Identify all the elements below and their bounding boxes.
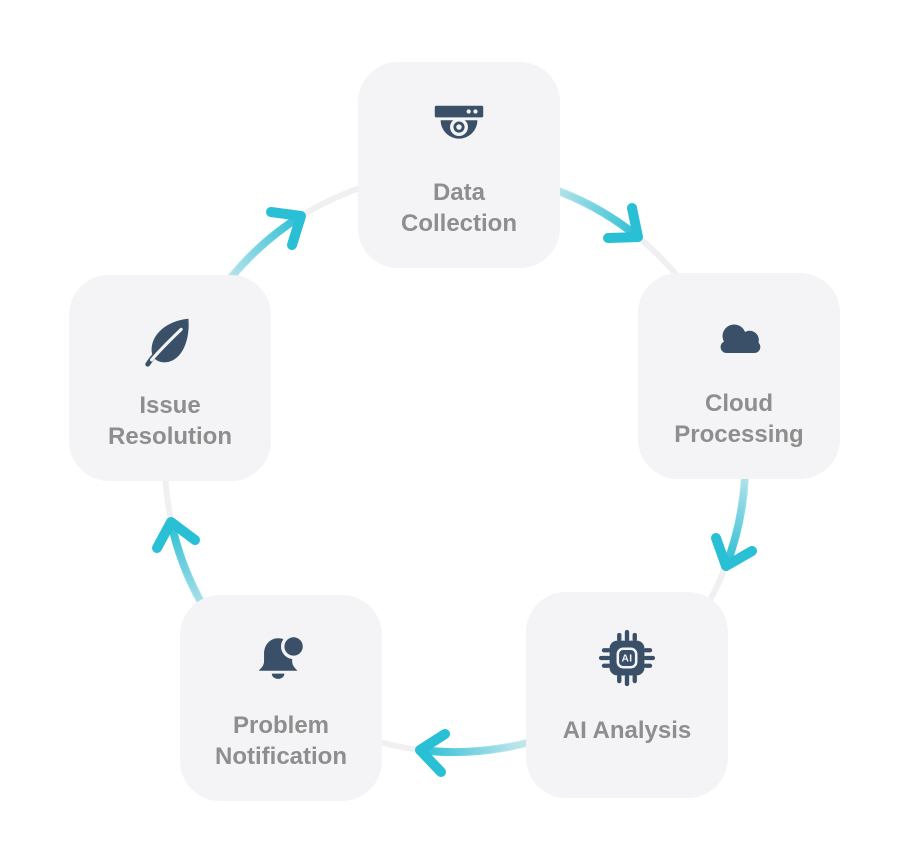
label-line: Cloud xyxy=(705,390,773,417)
node-data-collection: Data Collection xyxy=(358,62,560,268)
chip-label: AI xyxy=(621,654,632,665)
label-line: Issue xyxy=(139,392,201,419)
cctv-camera-icon xyxy=(428,97,490,159)
label-line: AI Analysis xyxy=(562,717,692,744)
node-label: Cloud Processing xyxy=(674,388,803,450)
label-line: Processing xyxy=(674,421,804,448)
label-line: Notification xyxy=(215,743,347,770)
node-label: AI Analysis xyxy=(563,715,692,746)
node-label: Data Collection xyxy=(401,177,517,239)
leaf-icon xyxy=(139,310,201,372)
node-label: Issue Resolution xyxy=(108,390,232,452)
node-label: Problem Notification xyxy=(215,710,347,772)
ai-chip-icon: AI xyxy=(596,627,658,689)
label-line: Problem xyxy=(232,712,330,739)
node-cloud-processing: Cloud Processing xyxy=(638,273,840,479)
node-ai-analysis: AI AI Analysis xyxy=(526,592,728,798)
cloud-icon xyxy=(708,308,770,370)
label-line: Data xyxy=(432,179,485,206)
node-issue-resolution: Issue Resolution xyxy=(69,275,271,481)
bell-notification-icon xyxy=(250,630,312,692)
node-problem-notification: Problem Notification xyxy=(180,595,382,801)
label-line: Collection xyxy=(400,210,517,237)
label-line: Resolution xyxy=(108,423,232,450)
